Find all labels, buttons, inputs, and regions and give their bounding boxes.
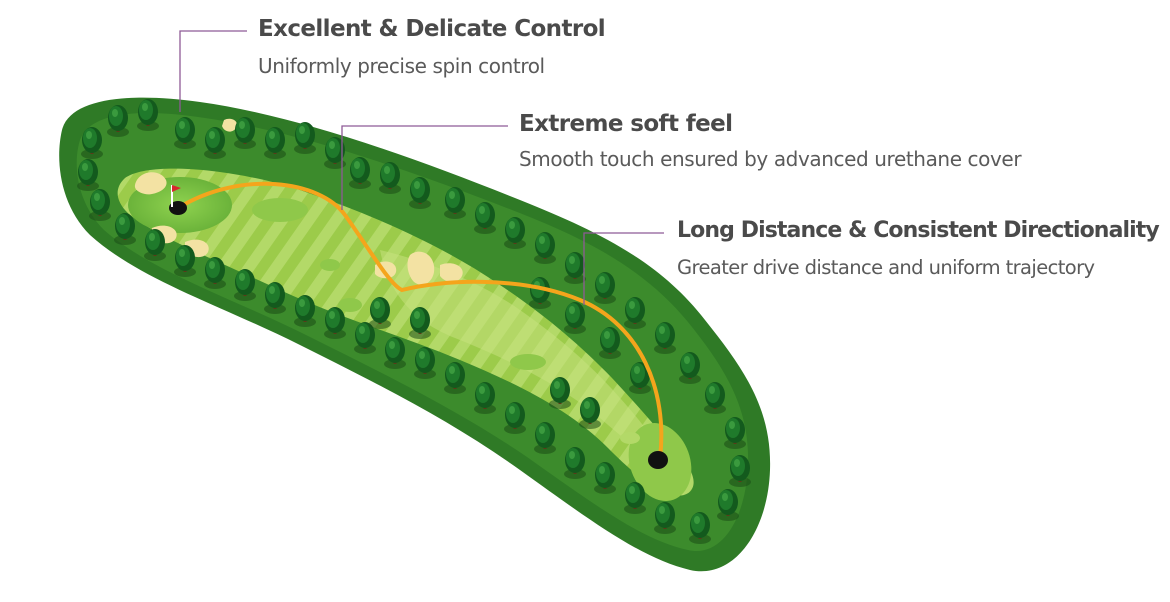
leader-line-2 — [341, 125, 508, 210]
bunker-5 — [407, 251, 435, 285]
bunker-1 — [134, 172, 167, 195]
ball-trajectory — [176, 181, 664, 460]
feature-subtitle-control: Uniformly precise spin control — [258, 54, 545, 78]
feature-subtitle-soft-feel: Smooth touch ensured by advanced urethan… — [519, 147, 1022, 171]
ball-icon — [648, 451, 668, 469]
grass-patch — [252, 198, 308, 222]
grass-patch — [510, 354, 546, 370]
leader-line-3 — [583, 232, 664, 305]
grass-patch — [320, 259, 340, 271]
leader-line-1 — [179, 30, 247, 112]
grass-patch — [620, 432, 640, 444]
bunker-6 — [440, 263, 463, 282]
feature-title-control: Excellent & Delicate Control — [258, 16, 606, 42]
feature-subtitle-distance: Greater drive distance and uniform traje… — [677, 256, 1095, 279]
feature-title-soft-feel: Extreme soft feel — [519, 111, 733, 137]
fairway — [117, 168, 694, 496]
feature-title-distance: Long Distance & Consistent Directionalit… — [677, 218, 1160, 243]
bunker-7 — [222, 118, 238, 132]
grass-patch — [338, 298, 362, 312]
hole-icon — [169, 201, 187, 215]
flag-icon — [172, 185, 181, 192]
